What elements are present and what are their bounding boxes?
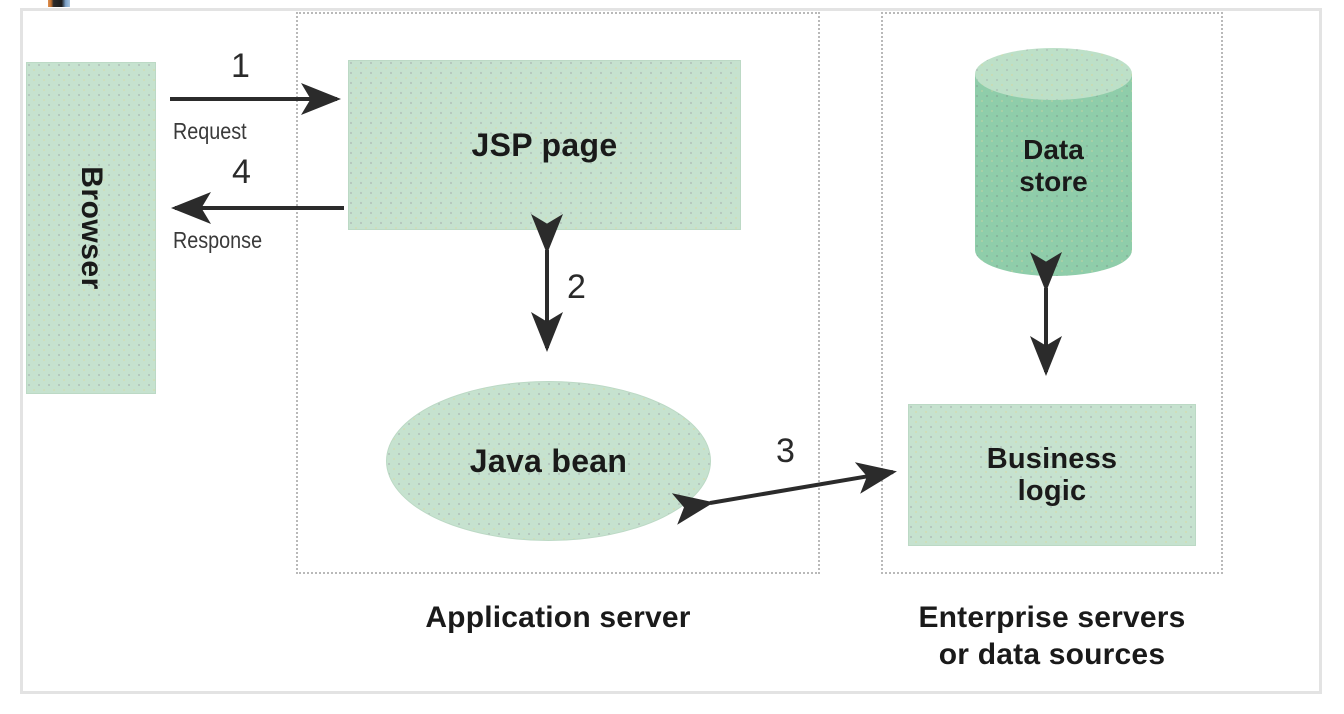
flow-label-response: Response bbox=[173, 227, 263, 253]
flow-number-1: 1 bbox=[231, 47, 250, 85]
node-java-bean[interactable]: Java bean bbox=[386, 381, 711, 541]
caption-enterprise-line2: or data sources bbox=[938, 637, 1166, 671]
clipped-artifact bbox=[48, 0, 70, 7]
flow-label-request: Request bbox=[173, 118, 247, 144]
node-jsp-page[interactable]: JSP page bbox=[348, 60, 741, 230]
node-browser[interactable]: Browser bbox=[26, 62, 156, 394]
flow-number-3: 3 bbox=[776, 432, 795, 470]
caption-application-server: Application server bbox=[425, 601, 691, 634]
node-data-store-label: Data store bbox=[975, 134, 1132, 198]
cylinder-top-icon bbox=[975, 48, 1132, 100]
node-data-store[interactable]: Data store bbox=[975, 48, 1132, 276]
node-business-logic-label-line2: logic bbox=[1017, 475, 1087, 507]
node-data-store-label-line2: store bbox=[1019, 165, 1088, 197]
flow-number-2: 2 bbox=[567, 268, 586, 306]
node-business-logic[interactable]: Business logic bbox=[908, 404, 1196, 546]
flow-number-4: 4 bbox=[232, 153, 251, 191]
caption-enterprise-servers: Enterprise servers or data sources bbox=[881, 600, 1223, 673]
node-jsp-page-label: JSP page bbox=[471, 126, 618, 163]
node-business-logic-label-line1: Business bbox=[986, 442, 1118, 475]
node-java-bean-label: Java bean bbox=[469, 442, 628, 479]
zone-application-server bbox=[296, 12, 820, 574]
node-browser-label: Browser bbox=[74, 166, 108, 290]
caption-enterprise-line1: Enterprise servers bbox=[918, 601, 1186, 634]
node-data-store-label-line1: Data bbox=[1023, 134, 1084, 165]
cylinder-body-icon bbox=[975, 74, 1132, 276]
node-business-logic-label: Business logic bbox=[987, 443, 1118, 508]
zone-enterprise-servers bbox=[881, 12, 1223, 574]
